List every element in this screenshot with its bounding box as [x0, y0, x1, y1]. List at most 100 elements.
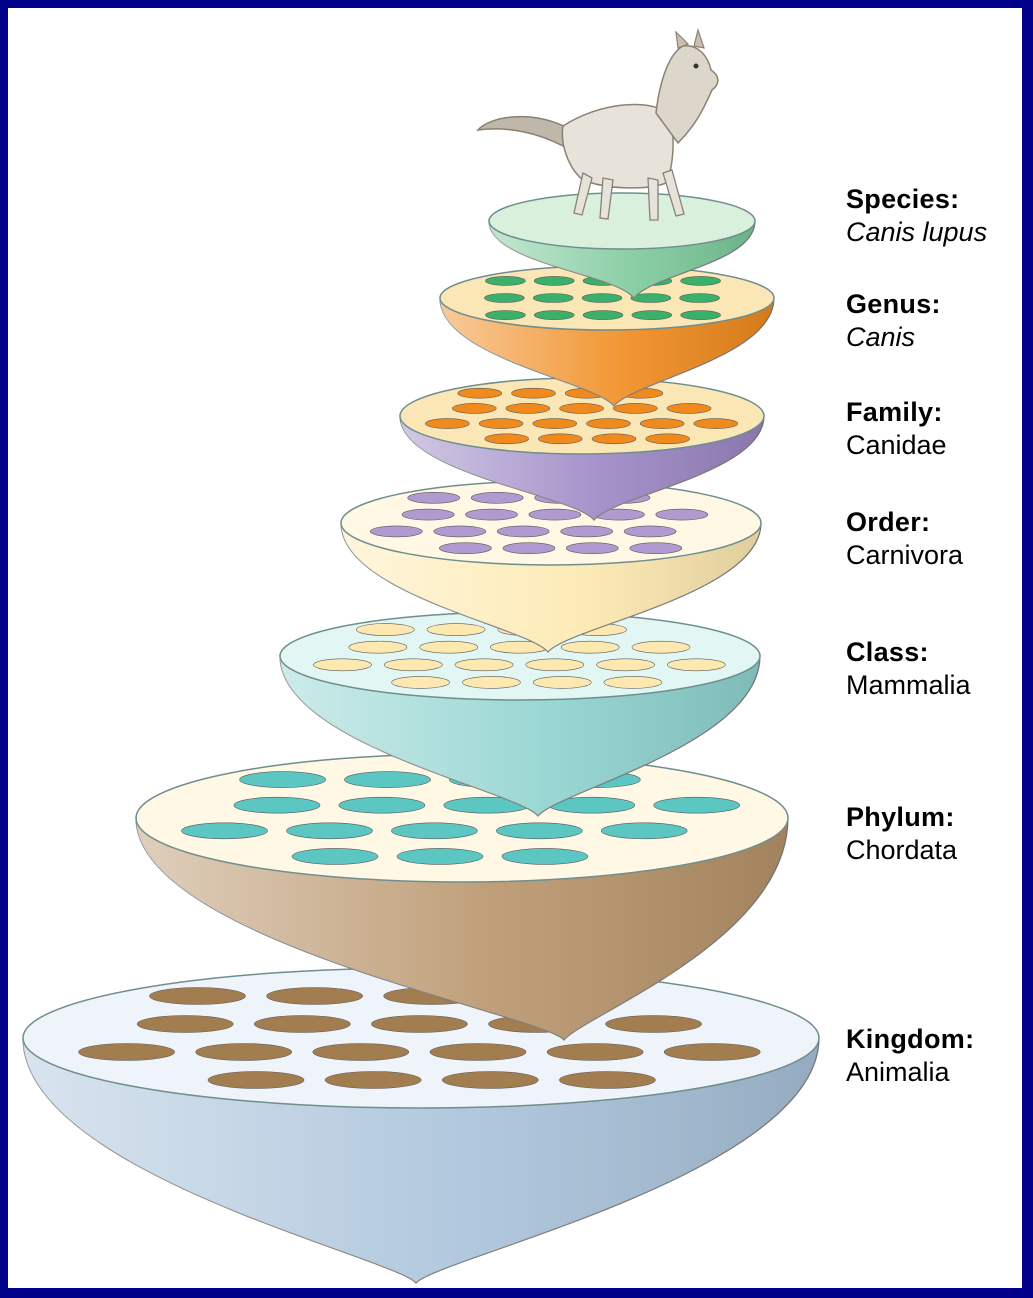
spot-class: [356, 624, 414, 636]
spot-genus: [534, 311, 574, 320]
spot-genus: [632, 311, 672, 320]
spot-class: [667, 659, 725, 671]
spot-genus: [582, 294, 622, 303]
spot-genus: [680, 294, 720, 303]
spot-kingdom: [559, 1072, 655, 1089]
spot-genus: [484, 294, 524, 303]
rank-class: Class:: [846, 636, 971, 669]
spot-kingdom: [208, 1072, 304, 1089]
spot-order: [503, 543, 555, 554]
taxon-species: Canis lupus: [846, 216, 987, 249]
spot-order: [529, 509, 581, 520]
spot-order: [497, 526, 549, 537]
spot-kingdom: [267, 988, 363, 1005]
spot-family: [560, 403, 604, 413]
spot-phylum: [287, 823, 373, 839]
taxon-genus: Canis: [846, 321, 941, 354]
spot-phylum: [339, 797, 425, 813]
spot-class: [420, 641, 478, 653]
spot-kingdom: [254, 1016, 350, 1033]
diagram-frame: Species: Canis lupus Genus: Canis Family…: [8, 8, 1022, 1288]
spot-family: [485, 434, 529, 444]
spot-family: [592, 434, 636, 444]
spot-family: [506, 403, 550, 413]
taxon-kingdom: Animalia: [846, 1056, 974, 1089]
spot-genus: [534, 276, 574, 285]
rank-family: Family:: [846, 396, 947, 429]
rank-genus: Genus:: [846, 288, 941, 321]
spot-kingdom: [442, 1072, 538, 1089]
label-kingdom: Kingdom: Animalia: [846, 1023, 974, 1089]
spot-order: [466, 509, 518, 520]
spot-genus: [533, 294, 573, 303]
spot-kingdom: [137, 1016, 233, 1033]
spot-class: [384, 659, 442, 671]
bowl-kingdom: [23, 968, 819, 1283]
wolf-icon: [478, 30, 718, 220]
spot-family: [533, 419, 577, 429]
taxon-family: Canidae: [846, 429, 947, 462]
spot-family: [613, 403, 657, 413]
spot-class: [392, 676, 450, 688]
rank-phylum: Phylum:: [846, 801, 957, 834]
spot-phylum: [601, 823, 687, 839]
spot-class: [526, 659, 584, 671]
spot-order: [471, 492, 523, 503]
spot-phylum: [292, 848, 378, 864]
spot-phylum: [654, 797, 740, 813]
label-species: Species: Canis lupus: [846, 183, 987, 249]
spot-class: [462, 676, 520, 688]
spot-phylum: [240, 772, 326, 788]
spot-genus: [583, 311, 623, 320]
label-genus: Genus: Canis: [846, 288, 941, 354]
spot-order: [370, 526, 422, 537]
spot-class: [604, 676, 662, 688]
bowl-rim-species: [489, 193, 755, 249]
spot-kingdom: [79, 1044, 175, 1061]
spot-kingdom: [430, 1044, 526, 1061]
rank-kingdom: Kingdom:: [846, 1023, 974, 1056]
spot-class: [632, 641, 690, 653]
spot-kingdom: [196, 1044, 292, 1061]
spot-class: [561, 641, 619, 653]
spot-class: [314, 659, 372, 671]
spot-kingdom: [371, 1016, 467, 1033]
spot-family: [587, 419, 631, 429]
spot-phylum: [391, 823, 477, 839]
spot-phylum: [397, 848, 483, 864]
label-class: Class: Mammalia: [846, 636, 971, 702]
spot-class: [427, 624, 485, 636]
taxon-order: Carnivora: [846, 539, 963, 572]
spot-class: [597, 659, 655, 671]
taxon-class: Mammalia: [846, 669, 971, 702]
spot-family: [646, 434, 690, 444]
spot-phylum: [496, 823, 582, 839]
spot-kingdom: [664, 1044, 760, 1061]
label-family: Family: Canidae: [846, 396, 947, 462]
spot-family: [425, 419, 469, 429]
spot-class: [349, 641, 407, 653]
spot-family: [452, 403, 496, 413]
spot-phylum: [234, 797, 320, 813]
spot-kingdom: [606, 1016, 702, 1033]
label-phylum: Phylum: Chordata: [846, 801, 957, 867]
spot-genus: [681, 311, 721, 320]
spot-genus: [485, 276, 525, 285]
spot-genus: [681, 276, 721, 285]
spot-family: [458, 388, 502, 398]
spot-order: [566, 543, 618, 554]
spot-order: [624, 526, 676, 537]
spot-order: [561, 526, 613, 537]
spot-order: [656, 509, 708, 520]
spot-phylum: [182, 823, 268, 839]
spot-order: [402, 509, 454, 520]
spot-genus: [485, 311, 525, 320]
spot-class: [455, 659, 513, 671]
spot-kingdom: [150, 988, 246, 1005]
spot-family: [538, 434, 582, 444]
spot-kingdom: [547, 1044, 643, 1061]
spot-family: [667, 403, 711, 413]
spot-family: [512, 388, 556, 398]
spot-class: [533, 676, 591, 688]
rank-order: Order:: [846, 506, 963, 539]
